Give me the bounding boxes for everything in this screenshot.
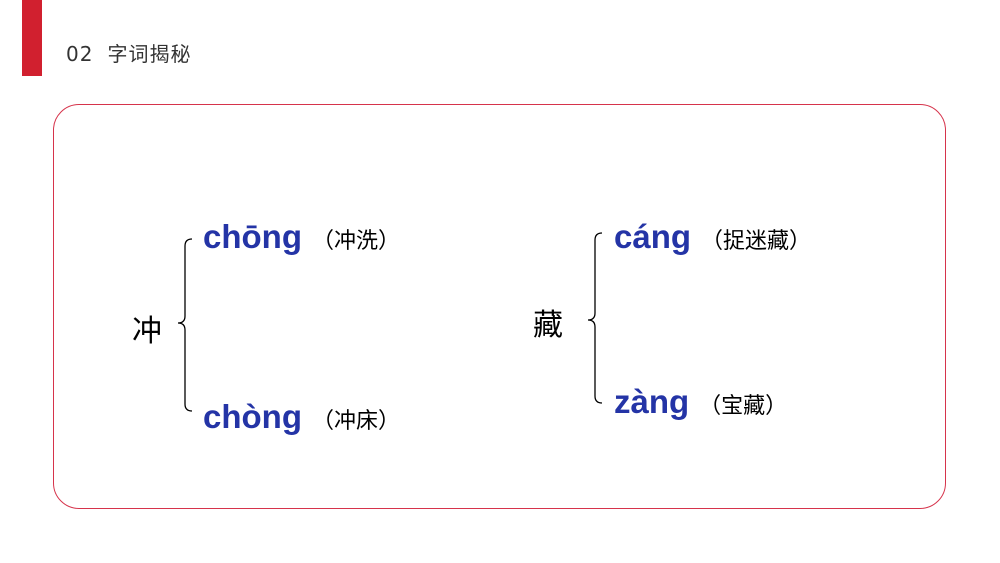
section-title: 字词揭秘 (107, 42, 192, 66)
character-cang: 藏 (533, 308, 563, 343)
section-header: 02 字词揭秘 (66, 38, 191, 67)
reading-cang-2: zàng （宝藏） (614, 383, 787, 421)
example-word: （宝藏） (699, 394, 788, 419)
example-word: （冲床） (311, 409, 400, 434)
pinyin-text: chōng (203, 218, 302, 255)
character-chong: 冲 (132, 314, 162, 349)
reading-chong-2: chòng （冲床） (203, 398, 400, 436)
content-card (53, 104, 946, 509)
example-word: （冲洗） (311, 229, 400, 254)
pinyin-text: cáng (614, 218, 692, 255)
reading-chong-1: chōng （冲洗） (203, 218, 400, 256)
example-word: （捉迷藏） (701, 229, 812, 254)
pinyin-text: chòng (203, 398, 302, 435)
pinyin-text: zàng (614, 383, 690, 420)
bracket-chong (177, 238, 193, 412)
section-number: 02 (66, 42, 94, 66)
accent-bar (22, 0, 42, 76)
reading-cang-1: cáng （捉迷藏） (614, 218, 811, 256)
bracket-cang (587, 232, 603, 404)
